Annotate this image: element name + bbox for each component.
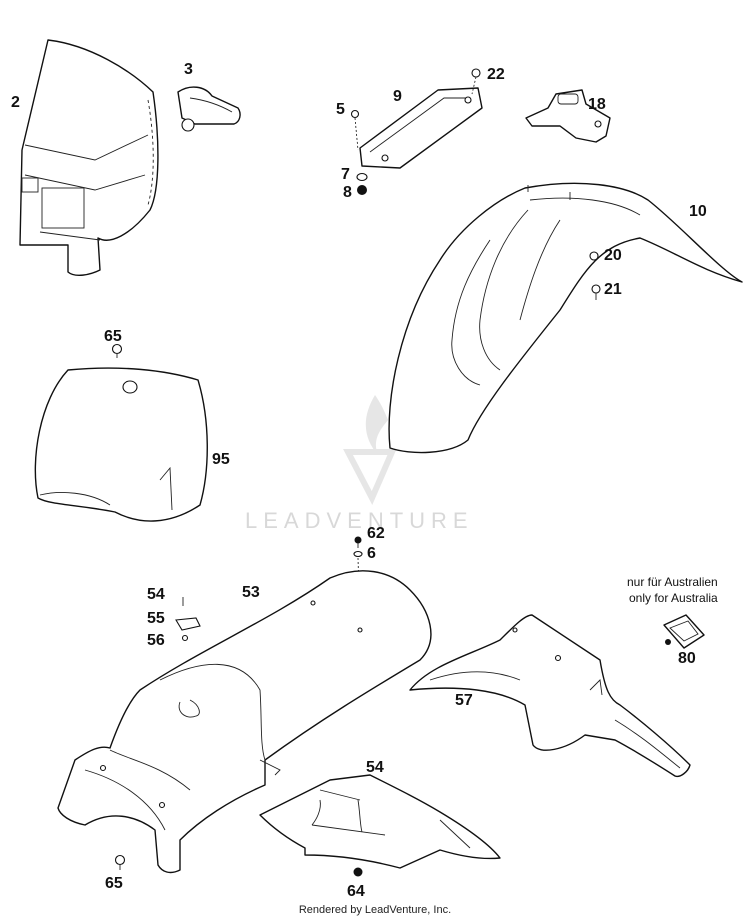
watermark-logo [343, 395, 397, 505]
screw-part-62 [354, 536, 362, 548]
callout-7: 7 [341, 166, 350, 183]
callout-65-upper: 65 [104, 328, 122, 345]
callout-10: 10 [689, 203, 707, 220]
nut-part-20 [589, 251, 599, 261]
callout-55: 55 [147, 610, 165, 627]
nut-part-64 [353, 867, 363, 877]
nut-part-8 [357, 185, 367, 195]
screw-part-65-upper [111, 343, 123, 358]
footer-credit: Rendered by LeadVenture, Inc. [298, 904, 452, 916]
bracket-part-9 [359, 87, 483, 169]
clamp-part-3 [177, 86, 241, 132]
plate-part-18 [525, 89, 611, 143]
washer-part-6 [353, 550, 363, 629]
callout-20: 20 [604, 247, 622, 264]
headlight-mask-part-2 [19, 39, 159, 277]
callout-9: 9 [393, 88, 402, 105]
callout-22: 22 [487, 66, 505, 83]
screw-part-22 [471, 68, 481, 95]
rear-fender-part-53 [57, 570, 432, 874]
callout-6: 6 [367, 545, 376, 562]
callout-18: 18 [588, 96, 606, 113]
callout-80: 80 [678, 650, 696, 667]
washer-part-7 [356, 172, 368, 182]
number-plate-part-95 [34, 367, 208, 522]
callout-5: 5 [336, 101, 345, 118]
watermark-text: LEADVENTURE [245, 508, 474, 533]
australia-note-german: nur für Australien [627, 575, 718, 589]
plate-part-80 [663, 614, 705, 649]
callout-64: 64 [347, 883, 365, 900]
plate-part-55 [175, 617, 201, 631]
australia-note-english: only for Australia [629, 591, 718, 605]
callout-3: 3 [184, 61, 193, 78]
callout-57: 57 [455, 692, 473, 709]
nut-part-56 [181, 634, 189, 642]
callout-8: 8 [343, 184, 352, 201]
callout-2: 2 [11, 94, 20, 111]
callout-21: 21 [604, 281, 622, 298]
screw-part-65-lower [114, 854, 126, 870]
screw-part-5 [350, 109, 360, 151]
callout-65-lower: 65 [105, 875, 123, 892]
callout-53: 53 [242, 584, 260, 601]
front-fender-part-10 [388, 182, 743, 454]
callout-95: 95 [212, 451, 230, 468]
mudflap-part-54 [259, 774, 501, 869]
callout-54-lower: 54 [366, 759, 384, 776]
callout-56: 56 [147, 632, 165, 649]
screw-part-21 [591, 284, 601, 300]
rear-fender-part-57 [409, 614, 691, 778]
callout-62: 62 [367, 525, 385, 542]
callout-54-upper: 54 [147, 586, 165, 603]
